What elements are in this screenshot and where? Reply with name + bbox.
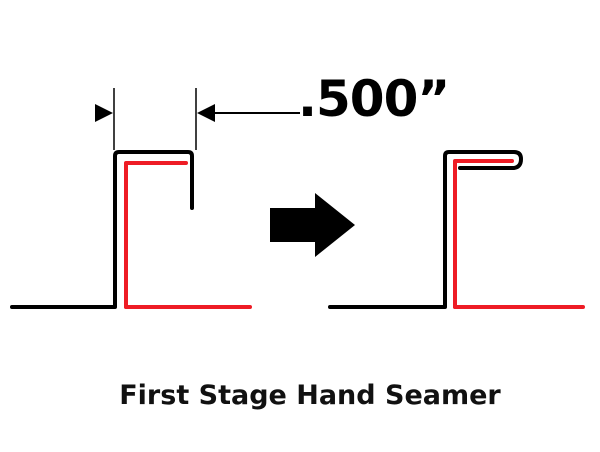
dimension-markers	[95, 88, 300, 150]
before-profile	[10, 150, 252, 309]
after-profile	[328, 150, 585, 309]
left-arrowhead-icon	[95, 104, 113, 122]
right-arrow-icon	[270, 193, 355, 257]
dimension-label: .500”	[298, 70, 450, 128]
right-arrowhead-icon	[197, 104, 215, 122]
diagram-caption: First Stage Hand Seamer	[119, 380, 501, 411]
